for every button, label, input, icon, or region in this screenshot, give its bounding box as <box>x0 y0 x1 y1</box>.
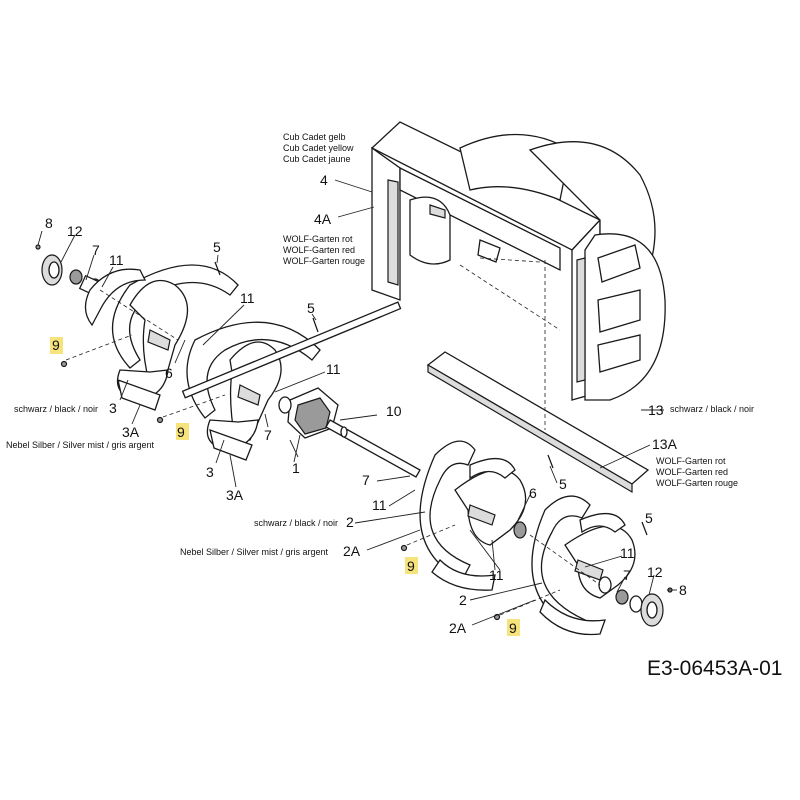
label-wolf-rot-bottom: WOLF-Garten rot <box>656 456 726 466</box>
part-number-11-right-upper: 11 <box>372 497 387 513</box>
label-schwarz-3: schwarz / black / noir <box>14 404 98 414</box>
label-wolf-rot-top: WOLF-Garten rot <box>283 234 353 244</box>
part-number-6-right: 6 <box>529 485 537 501</box>
part-number-4a: 4A <box>314 211 332 227</box>
part-number-6-left: 6 <box>165 365 173 381</box>
label-nebel-2a: Nebel Silber / Silver mist / gris argent <box>180 547 329 557</box>
scraper-bar[interactable] <box>426 351 650 494</box>
part-number-13a: 13A <box>652 436 678 452</box>
auger-housing[interactable] <box>370 121 666 401</box>
label-cub-jaune: Cub Cadet jaune <box>283 154 351 164</box>
part-number-5-right: 5 <box>559 476 567 492</box>
part-number-12-left: 12 <box>67 223 83 239</box>
part-number-3-bottom: 3 <box>206 464 214 480</box>
part-number-3a-bottom: 3A <box>226 487 244 503</box>
drawing-code: E3-06453A-01 <box>647 657 782 680</box>
part-number-5-left: 5 <box>213 239 221 255</box>
right-auger-rear[interactable] <box>531 495 636 636</box>
part-number-7-far-right: 7 <box>623 567 631 583</box>
part-number-5-mid: 5 <box>307 300 315 316</box>
part-number-3a-top: 3A <box>122 424 140 440</box>
auger-shaft[interactable] <box>181 301 421 478</box>
part-number-11-left: 11 <box>109 252 124 268</box>
label-schwarz-2: schwarz / black / noir <box>254 518 338 528</box>
part-number-9-1: 9 <box>52 337 60 353</box>
part-number-11-far-right: 11 <box>620 545 635 561</box>
part-number-11-gear: 11 <box>326 361 341 377</box>
gearbox[interactable] <box>278 387 339 439</box>
shear-bolts[interactable] <box>35 244 673 621</box>
part-number-2-top: 2 <box>346 514 354 530</box>
part-number-7-left: 7 <box>92 242 100 258</box>
label-nebel-3a: Nebel Silber / Silver mist / gris argent <box>6 440 155 450</box>
part-number-5-far-right: 5 <box>645 510 653 526</box>
right-bearing-flange[interactable] <box>640 593 664 627</box>
part-number-11-right-lower: 11 <box>489 567 504 583</box>
left-bearing-flange[interactable] <box>41 254 63 286</box>
label-cub-yellow: Cub Cadet yellow <box>283 143 354 153</box>
part-number-1: 1 <box>292 460 300 476</box>
part-number-9-4: 9 <box>509 620 517 636</box>
part-number-13: 13 <box>648 402 664 418</box>
label-wolf-rouge-bottom: WOLF-Garten rouge <box>656 478 738 488</box>
part-number-2-bottom: 2 <box>459 592 467 608</box>
part-number-10: 10 <box>386 403 402 419</box>
label-wolf-red-bottom: WOLF-Garten red <box>656 467 728 477</box>
part-number-7-gear: 7 <box>264 427 272 443</box>
highlight-boxes <box>50 337 520 636</box>
part-number-8-left: 8 <box>45 215 53 231</box>
label-cub-gelb: Cub Cadet gelb <box>283 132 346 142</box>
part-number-4: 4 <box>320 172 328 188</box>
part-number-3-top: 3 <box>109 400 117 416</box>
right-bearing-parts[interactable] <box>513 521 643 613</box>
part-number-7-right: 7 <box>362 472 370 488</box>
label-wolf-rouge-top: WOLF-Garten rouge <box>283 256 365 266</box>
part-number-8-right: 8 <box>679 582 687 598</box>
label-wolf-red-top: WOLF-Garten red <box>283 245 355 255</box>
part-number-9-2: 9 <box>177 424 185 440</box>
part-number-2a-top: 2A <box>343 543 361 559</box>
left-auger-front[interactable] <box>84 264 239 411</box>
label-schwarz-13: schwarz / black / noir <box>670 404 754 414</box>
part-number-2a-bottom: 2A <box>449 620 467 636</box>
part-number-9-3: 9 <box>407 558 415 574</box>
leader-lines <box>37 179 677 626</box>
part-number-11-mid: 11 <box>240 290 255 306</box>
right-auger-front[interactable] <box>419 440 527 591</box>
part-number-12-right: 12 <box>647 564 663 580</box>
